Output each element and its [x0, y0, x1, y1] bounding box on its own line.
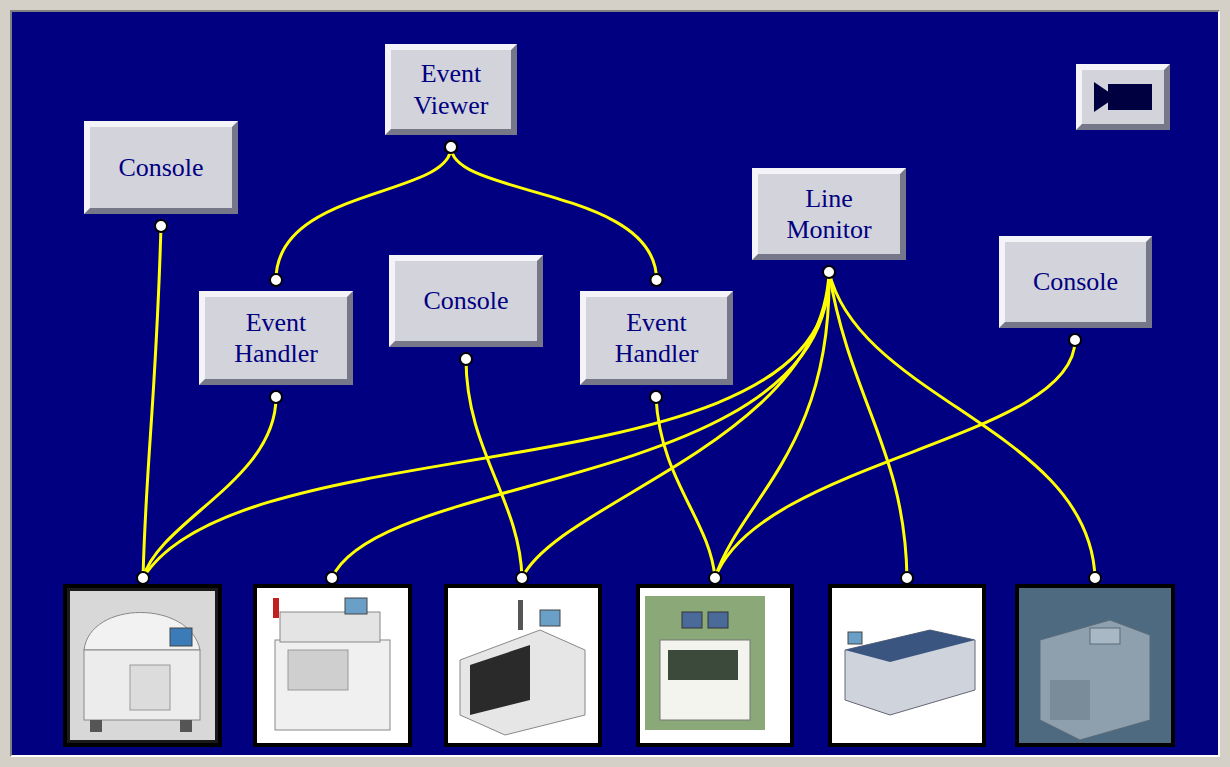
dot [823, 266, 835, 278]
connection-dot [270, 274, 282, 286]
wire [143, 397, 276, 578]
connection-dot [651, 274, 663, 286]
dot [709, 572, 721, 584]
machine-photo [255, 586, 410, 745]
box-label: Event Handler [220, 307, 332, 369]
dot [326, 572, 338, 584]
dot [270, 391, 282, 403]
software-box: Event Handler [199, 291, 353, 385]
wire [715, 340, 1075, 578]
box-label: Event Handler [601, 307, 713, 369]
wire [466, 359, 522, 578]
software-box: Console [389, 255, 543, 347]
dot [650, 391, 662, 403]
play-button [1076, 64, 1170, 130]
machine-photo [446, 586, 600, 745]
dot [155, 220, 167, 232]
software-box: Line Monitor [752, 168, 906, 260]
wire [656, 397, 715, 578]
connection-dot [445, 141, 457, 153]
wire [829, 272, 907, 578]
box-label: Console [1033, 266, 1118, 297]
connection-dot [445, 141, 457, 153]
dot [516, 572, 528, 584]
software-box: Console [999, 236, 1152, 328]
box-label: Console [118, 152, 203, 183]
box-label: Event Viewer [401, 58, 501, 120]
machine-photo [65, 586, 220, 745]
machine-photo [830, 586, 984, 745]
dot [1069, 334, 1081, 346]
connection-dots [137, 220, 1101, 584]
wire [143, 226, 161, 578]
dot [137, 572, 149, 584]
wires [143, 226, 1095, 578]
box-label: Line Monitor [774, 183, 884, 245]
software-box: Event Viewer [385, 44, 517, 135]
dot [460, 353, 472, 365]
software-box: Console [84, 121, 238, 214]
machine-photo [638, 586, 792, 745]
machine-photo [1017, 586, 1173, 745]
software-box: Event Handler [580, 291, 733, 385]
dot [1089, 572, 1101, 584]
wire [522, 272, 829, 578]
dot [901, 572, 913, 584]
box-label: Console [423, 285, 508, 316]
